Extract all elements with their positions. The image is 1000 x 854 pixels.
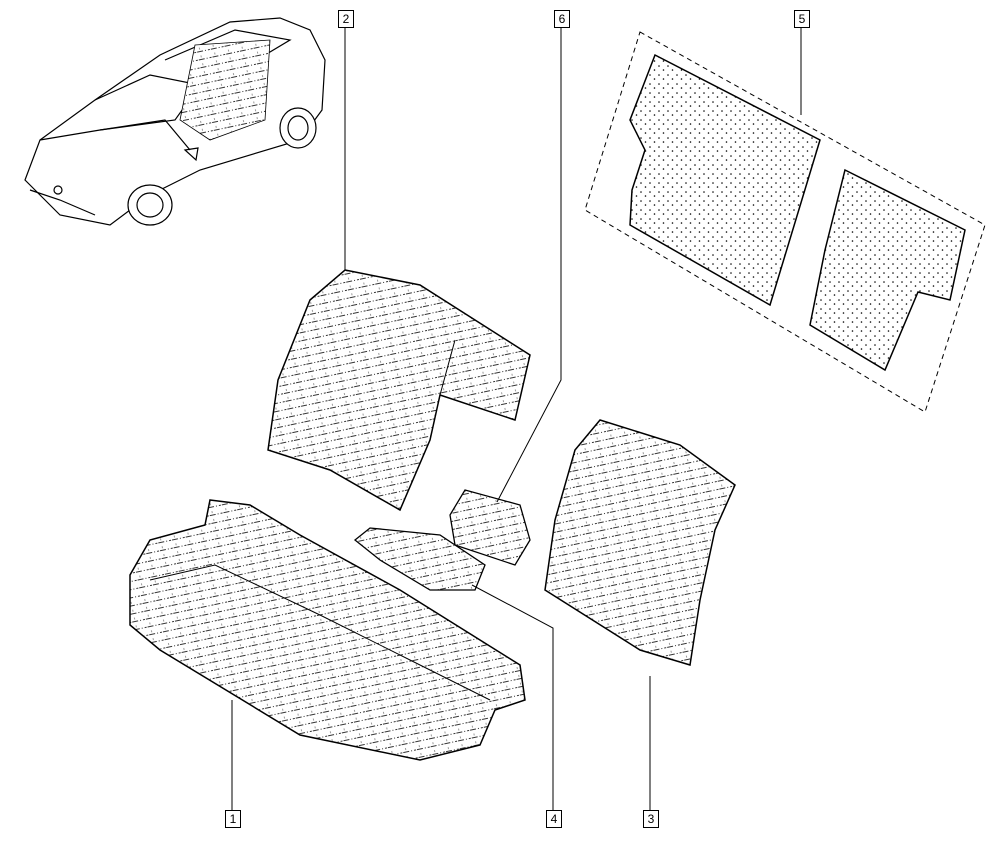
vehicle-thumbnail [24, 17, 326, 226]
callout-6[interactable]: 6 [554, 10, 570, 28]
part-5-seat-back-panels [584, 31, 986, 413]
part-3-seat-back-small [544, 419, 736, 666]
part-4-armrest [353, 527, 486, 591]
callout-1[interactable]: 1 [225, 810, 241, 828]
callout-2[interactable]: 2 [338, 10, 354, 28]
callout-3[interactable]: 3 [643, 810, 659, 828]
callout-4[interactable]: 4 [546, 810, 562, 828]
part-2-seat-back-large [267, 269, 531, 512]
part-1-seat-cushion [129, 499, 526, 761]
leader-lines [231, 28, 802, 810]
part-6-armrest-housing [449, 489, 531, 566]
callout-5[interactable]: 5 [794, 10, 810, 28]
